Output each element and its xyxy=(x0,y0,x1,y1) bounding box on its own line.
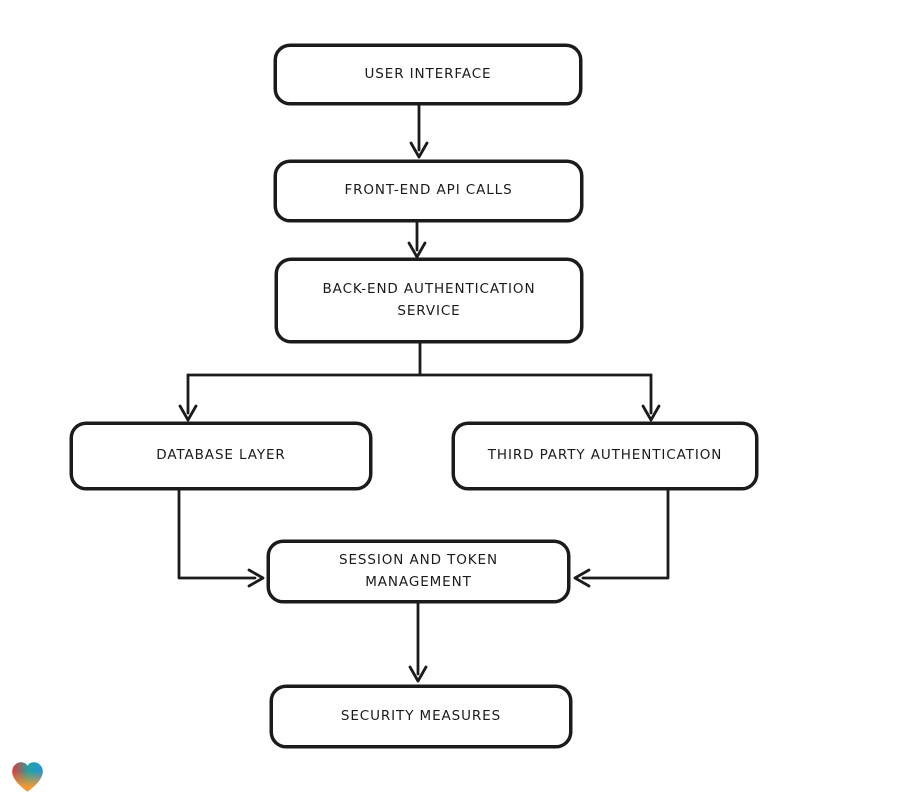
node-user-interface: USER INTERFACE xyxy=(274,44,582,105)
edge-front-end-api-calls-to-back-end-auth-service xyxy=(407,220,427,259)
heart-icon xyxy=(10,761,45,793)
node-third-party-auth: THIRD PARTY AUTHENTICATION xyxy=(452,422,758,490)
node-back-end-auth-service: BACK-END AUTHENTICATION SERVICE xyxy=(275,258,583,343)
edge-session-token-mgmt-to-security-measures xyxy=(408,601,428,683)
node-label: DATABASE LAYER xyxy=(156,447,286,464)
node-session-token-mgmt: SESSION AND TOKEN MANAGEMENT xyxy=(267,540,570,603)
edge-back-end-auth-service-branch xyxy=(178,341,661,422)
edge-third-party-auth-to-session-token-mgmt xyxy=(573,488,670,588)
node-front-end-api-calls: FRONT-END API CALLS xyxy=(274,160,583,222)
edge-user-interface-to-front-end-api-calls xyxy=(409,103,429,159)
node-label: SECURITY MEASURES xyxy=(340,707,502,724)
edge-database-layer-to-session-token-mgmt xyxy=(177,488,265,588)
node-label: SESSION AND TOKEN MANAGEMENT xyxy=(339,551,498,590)
node-label: USER INTERFACE xyxy=(364,65,492,82)
node-database-layer: DATABASE LAYER xyxy=(70,422,372,490)
node-label: BACK-END AUTHENTICATION SERVICE xyxy=(322,280,536,319)
node-label: THIRD PARTY AUTHENTICATION xyxy=(487,447,723,464)
node-label: FRONT-END API CALLS xyxy=(344,182,513,199)
node-security-measures: SECURITY MEASURES xyxy=(270,685,572,748)
